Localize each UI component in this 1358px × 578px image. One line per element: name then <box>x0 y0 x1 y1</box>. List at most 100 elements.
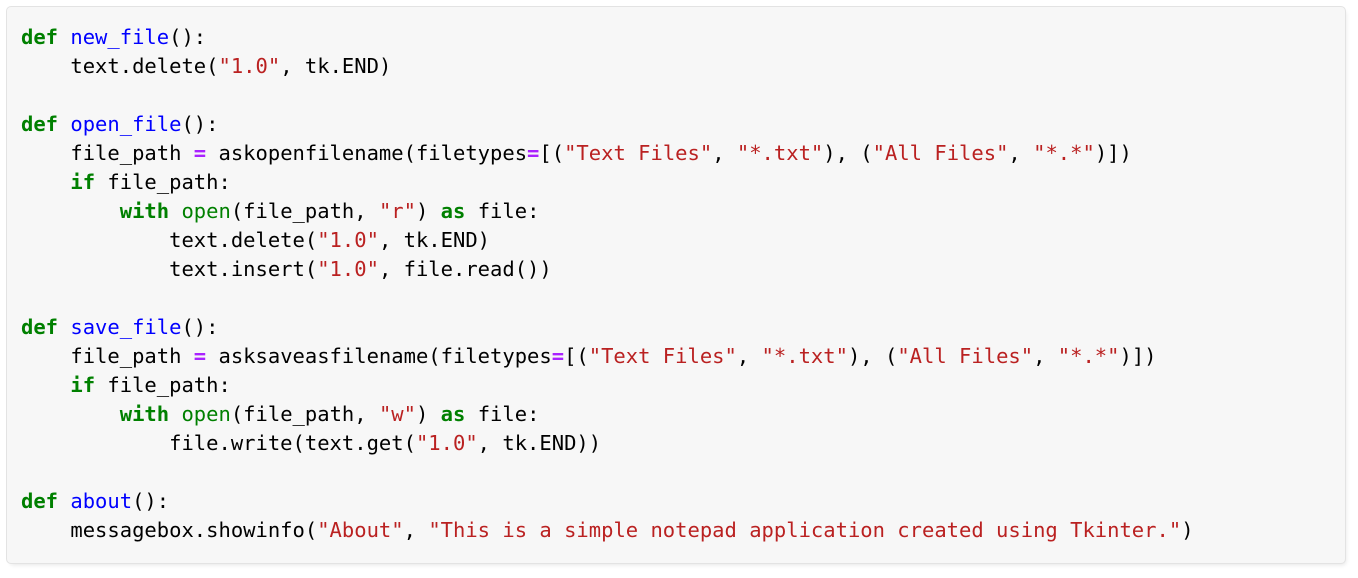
code-token: as <box>440 402 466 426</box>
code-token: (): <box>169 25 207 49</box>
code-token: text.delete( <box>21 54 219 78</box>
code-token: )]) <box>1119 344 1157 368</box>
code-token: = <box>193 344 207 368</box>
code-line <box>21 284 1345 313</box>
code-token: text.delete( <box>21 228 318 252</box>
code-token: , tk.END)) <box>477 431 602 455</box>
code-token: save_file <box>70 315 182 339</box>
code-token: with <box>119 402 170 426</box>
code-line: if file_path: <box>21 371 1345 400</box>
code-line <box>21 81 1345 110</box>
code-token: file_path: <box>95 170 231 194</box>
code-line: file_path = asksaveasfilename(filetypes=… <box>21 342 1345 371</box>
code-token: (file_path, <box>230 199 379 223</box>
code-line: file.write(text.get("1.0", tk.END)) <box>21 429 1345 458</box>
code-token: def <box>21 489 59 513</box>
code-token: "About" <box>317 518 404 542</box>
code-token: [( <box>539 141 565 165</box>
code-token: , <box>1033 344 1058 368</box>
code-token: (): <box>132 489 170 513</box>
code-token: , <box>1008 141 1034 165</box>
code-block[interactable]: def new_file(): text.delete("1.0", tk.EN… <box>7 7 1345 545</box>
code-token: "Text Files" <box>588 344 737 368</box>
code-token <box>58 112 70 136</box>
code-token <box>21 373 70 397</box>
code-line: if file_path: <box>21 168 1345 197</box>
code-token: open_file <box>70 112 182 136</box>
code-token: = <box>193 141 207 165</box>
code-line: text.insert("1.0", file.read()) <box>21 255 1345 284</box>
code-token: (file_path, <box>230 402 379 426</box>
code-token: "*.*" <box>1033 141 1095 165</box>
code-token <box>21 402 120 426</box>
code-token: "Text Files" <box>564 141 713 165</box>
code-token: with <box>119 199 170 223</box>
code-token: askopenfilename(filetypes <box>206 141 528 165</box>
code-token: = <box>551 344 565 368</box>
code-token: new_file <box>70 25 170 49</box>
code-token: ) <box>415 199 441 223</box>
code-token: , <box>736 344 762 368</box>
code-line: text.delete("1.0", tk.END) <box>21 226 1345 255</box>
code-token: def <box>21 25 59 49</box>
code-token: "1.0" <box>317 257 379 281</box>
code-token: )]) <box>1094 141 1132 165</box>
code-line <box>21 458 1345 487</box>
code-token <box>58 315 70 339</box>
code-token: (): <box>181 315 219 339</box>
code-token: file: <box>465 402 540 426</box>
code-token: open <box>181 199 231 223</box>
code-line: text.delete("1.0", tk.END) <box>21 52 1345 81</box>
code-token: as <box>440 199 466 223</box>
code-token: file.write(text.get( <box>21 431 416 455</box>
code-line: def open_file(): <box>21 110 1345 139</box>
code-token: file_path <box>21 344 194 368</box>
code-token: "All Files" <box>897 344 1034 368</box>
code-token: ), ( <box>823 141 873 165</box>
code-line: def save_file(): <box>21 313 1345 342</box>
code-token: open <box>181 402 231 426</box>
code-line: def new_file(): <box>21 23 1345 52</box>
code-token <box>169 402 181 426</box>
code-token: file_path <box>21 141 194 165</box>
code-token: if <box>70 170 96 194</box>
code-token <box>21 199 120 223</box>
code-token: , file.read()) <box>378 257 552 281</box>
code-token: , tk.END) <box>378 228 491 252</box>
code-token: "This is a simple notepad application cr… <box>428 518 1182 542</box>
code-token: "w" <box>378 402 416 426</box>
code-token: ), ( <box>847 344 898 368</box>
code-token: , tk.END) <box>280 54 392 78</box>
code-token <box>21 170 70 194</box>
code-token: asksaveasfilename(filetypes <box>206 344 552 368</box>
code-token: [( <box>564 344 589 368</box>
code-token: "1.0" <box>218 54 281 78</box>
code-token: "r" <box>378 199 416 223</box>
code-token: (): <box>181 112 219 136</box>
code-token: messagebox.showinfo( <box>21 518 318 542</box>
code-token: if <box>70 373 96 397</box>
code-token: "*.txt" <box>761 344 848 368</box>
code-token: "All Files" <box>872 141 1009 165</box>
code-line: def about(): <box>21 487 1345 516</box>
code-token: file: <box>465 199 540 223</box>
code-token: ) <box>415 402 441 426</box>
code-token: text.insert( <box>21 257 318 281</box>
code-line: with open(file_path, "w") as file: <box>21 400 1345 429</box>
code-token: "1.0" <box>317 228 379 252</box>
code-token: ) <box>1181 518 1194 542</box>
code-token: "*.*" <box>1057 344 1120 368</box>
code-token: file_path: <box>95 373 231 397</box>
code-token <box>169 199 181 223</box>
code-token: = <box>527 141 540 165</box>
code-line: file_path = askopenfilename(filetypes=[(… <box>21 139 1345 168</box>
code-token: def <box>21 315 59 339</box>
code-line: messagebox.showinfo("About", "This is a … <box>21 516 1345 545</box>
code-token <box>58 25 70 49</box>
code-token: def <box>21 112 59 136</box>
code-line: with open(file_path, "r") as file: <box>21 197 1345 226</box>
code-token: "1.0" <box>415 431 478 455</box>
code-token <box>58 489 70 513</box>
code-token: about <box>70 489 133 513</box>
code-token: "*.txt" <box>736 141 824 165</box>
